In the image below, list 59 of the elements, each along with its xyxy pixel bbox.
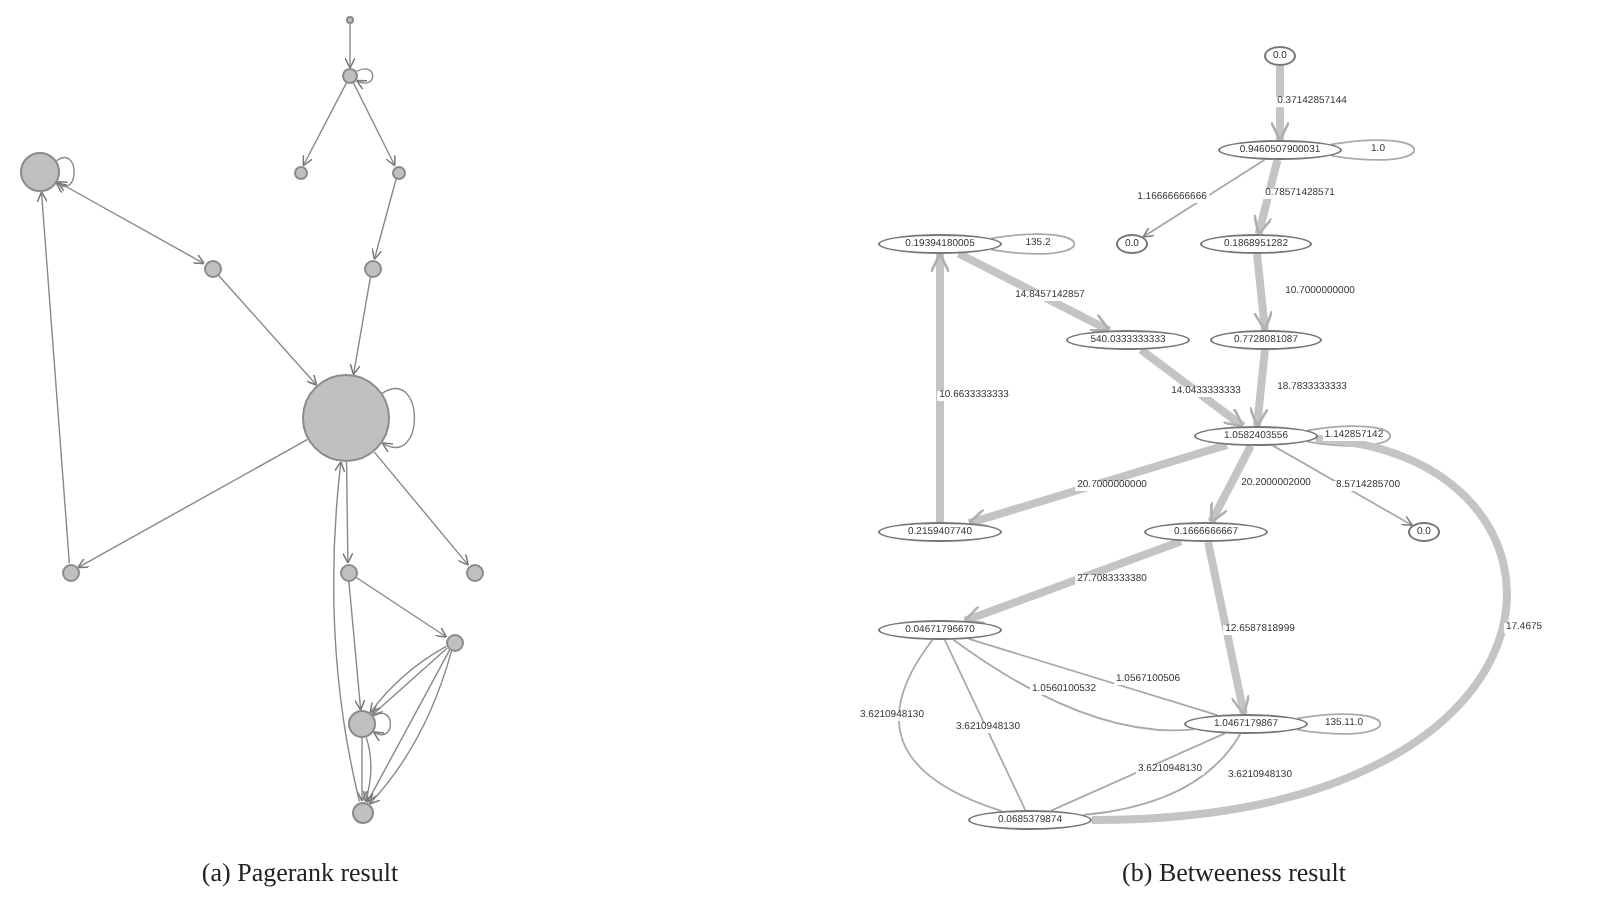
connector xyxy=(1296,713,1382,735)
arrow xyxy=(55,157,75,194)
arrow xyxy=(1142,158,1266,238)
arrow xyxy=(332,460,361,802)
arrow xyxy=(352,82,396,167)
ellipse-node xyxy=(878,620,1002,640)
arrow xyxy=(373,451,469,566)
arrow xyxy=(348,580,366,711)
arrow xyxy=(1269,66,1291,142)
connector xyxy=(943,639,1027,811)
connector xyxy=(1050,732,1226,812)
ellipse-node xyxy=(1066,330,1190,350)
connector xyxy=(1082,733,1242,816)
arrow xyxy=(956,249,1112,335)
arrow xyxy=(355,68,374,90)
ellipse-node xyxy=(1200,234,1312,254)
arrow xyxy=(36,191,71,564)
figure-caption: (a) Pagerank result xyxy=(201,854,399,891)
ellipse-node xyxy=(1184,714,1308,734)
ellipse-node xyxy=(1264,46,1296,66)
arrow xyxy=(371,178,397,261)
arrow xyxy=(1248,349,1270,428)
arrow xyxy=(302,82,347,167)
ellipse-node xyxy=(1194,426,1318,446)
connector xyxy=(898,639,1003,812)
ellipse-node xyxy=(878,522,1002,542)
arrow xyxy=(1271,444,1414,527)
arrow xyxy=(349,276,372,376)
ellipse-node xyxy=(878,234,1002,254)
figure-caption: (b) Betweeness result xyxy=(1122,854,1346,891)
arrow xyxy=(342,461,354,564)
connector xyxy=(952,638,1195,732)
ellipse-node xyxy=(1408,522,1440,542)
arrow xyxy=(1204,541,1251,716)
arrow xyxy=(963,537,1183,625)
ellipse-node xyxy=(1210,330,1322,350)
arrow xyxy=(372,712,392,742)
ellipse-node xyxy=(968,810,1092,830)
ellipse-node xyxy=(1116,234,1148,254)
arrow xyxy=(1252,159,1282,236)
connector xyxy=(967,637,1219,717)
arrow xyxy=(1207,444,1255,524)
arrow xyxy=(1138,346,1246,430)
arrow xyxy=(929,252,951,522)
arrow xyxy=(77,438,309,569)
arrow xyxy=(344,23,356,69)
ellipse-node xyxy=(1218,140,1342,160)
connector xyxy=(1330,139,1416,161)
arrow xyxy=(356,737,368,802)
arrow xyxy=(967,441,1229,528)
arrow xyxy=(1252,253,1274,332)
arrow xyxy=(354,576,448,638)
connector xyxy=(1091,434,1511,824)
arrow xyxy=(362,736,374,803)
connector xyxy=(990,233,1076,255)
arrow xyxy=(217,274,318,386)
arrow xyxy=(381,388,416,453)
ellipse-node xyxy=(1144,522,1268,542)
arrow xyxy=(56,181,205,265)
